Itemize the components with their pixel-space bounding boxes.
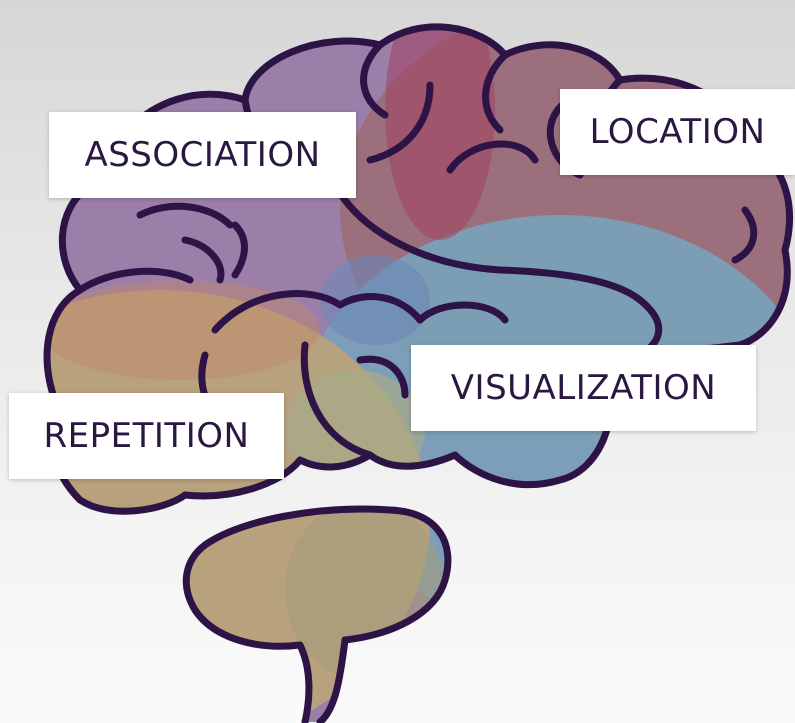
- stem-overlap: [285, 500, 445, 680]
- location-label-text: LOCATION: [589, 112, 766, 152]
- location-label: LOCATION: [560, 89, 795, 175]
- visualization-label-text: VISUALIZATION: [450, 368, 717, 408]
- association-label-text: ASSOCIATION: [84, 135, 321, 175]
- visualization-label: VISUALIZATION: [411, 345, 756, 431]
- repetition-label: REPETITION: [9, 393, 284, 479]
- visualization-repetition-overlap: [285, 370, 425, 490]
- association-location-overlap: [385, 26, 495, 240]
- association-label: ASSOCIATION: [49, 112, 356, 198]
- repetition-label-text: REPETITION: [43, 416, 250, 456]
